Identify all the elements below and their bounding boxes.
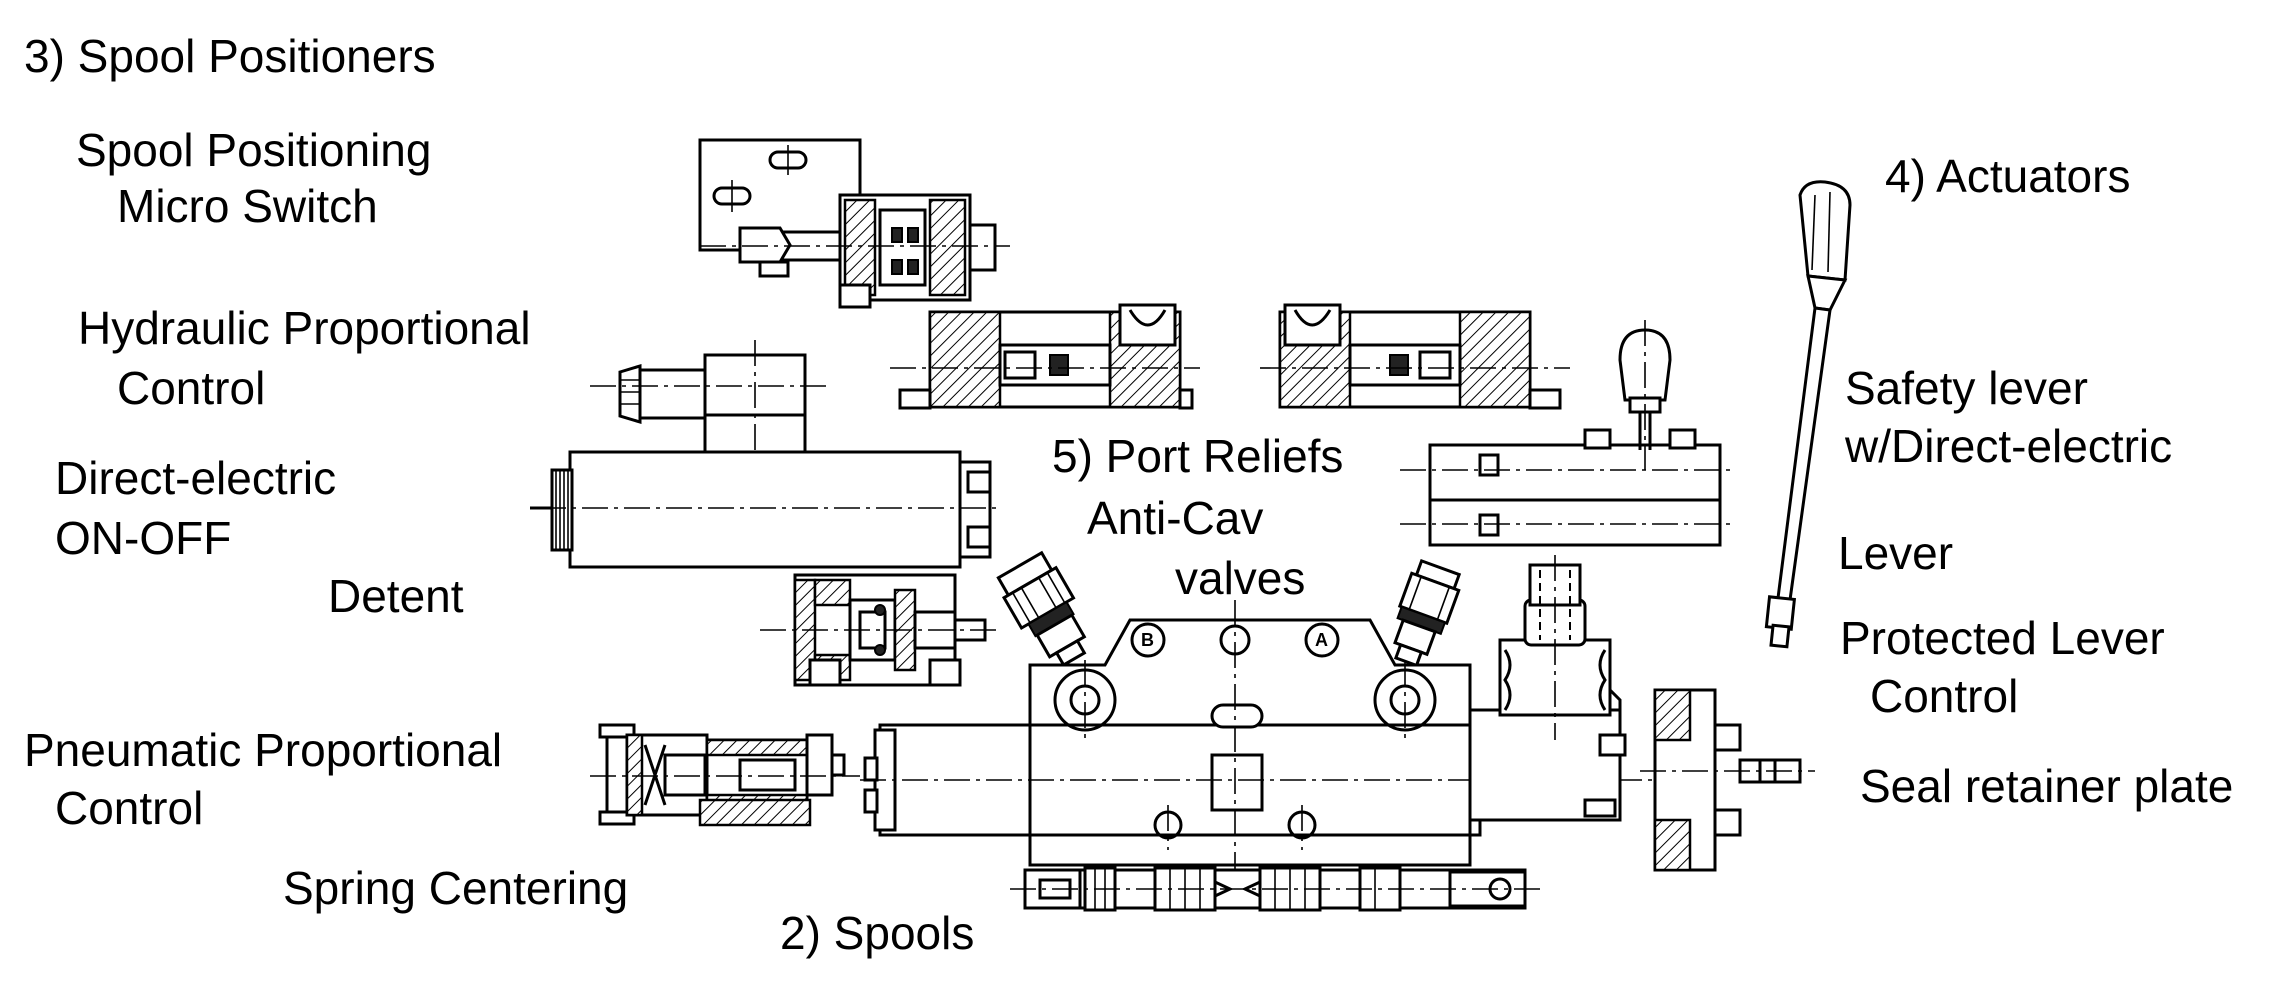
label-safety-lever-line2: w/Direct-electric <box>1845 420 2173 472</box>
label-spring-centering: Spring Centering <box>283 862 629 914</box>
micro-switch-positioner <box>698 138 1010 309</box>
label-port-reliefs: 5) Port Reliefs <box>1052 430 1344 482</box>
label-anti-cav-line2: valves <box>1175 552 1306 604</box>
label-spools: 2) Spools <box>780 907 975 959</box>
port-marker-b: B <box>1141 630 1154 650</box>
label-direct-electric-line1: Direct-electric <box>55 452 337 504</box>
label-detent: Detent <box>328 570 464 622</box>
port-relief-right <box>1260 303 1570 410</box>
label-direct-electric-line2: ON-OFF <box>55 512 232 564</box>
label-lever: Lever <box>1838 527 1954 579</box>
protected-lever-boot <box>1498 555 1612 740</box>
label-micro-switch-line2: Micro Switch <box>117 180 378 232</box>
label-protected-lever-line2: Control <box>1870 670 2019 722</box>
detent-positioner <box>760 573 1000 687</box>
label-safety-lever-line1: Safety lever <box>1845 362 2088 414</box>
spool <box>1010 866 1540 912</box>
anti-cav-valve-right <box>1393 558 1462 668</box>
solenoid-positioner <box>530 340 1000 569</box>
actuator-lever <box>1764 180 1852 649</box>
anti-cav-valve-left <box>996 550 1087 667</box>
label-protected-lever-line1: Protected Lever <box>1840 612 2165 664</box>
seal-retainer-plate <box>1640 688 1815 872</box>
label-anti-cav-line1: Anti-Cav <box>1087 492 1264 544</box>
port-relief-left <box>890 303 1200 410</box>
label-seal-retainer: Seal retainer plate <box>1860 760 2234 812</box>
label-spool-positioners: 3) Spool Positioners <box>24 30 436 82</box>
port-marker-a: A <box>1315 630 1328 650</box>
label-hydraulic-line2: Control <box>117 362 266 414</box>
label-micro-switch-line1: Spool Positioning <box>76 124 432 176</box>
safety-lever-housing <box>1400 320 1730 547</box>
pneumatic-positioner <box>590 723 860 827</box>
label-pneumatic-line1: Pneumatic Proportional <box>24 724 503 776</box>
label-actuators: 4) Actuators <box>1885 150 2131 202</box>
label-pneumatic-line2: Control <box>55 782 204 834</box>
valve-body <box>860 600 1700 870</box>
label-hydraulic-line1: Hydraulic Proportional <box>78 302 531 354</box>
